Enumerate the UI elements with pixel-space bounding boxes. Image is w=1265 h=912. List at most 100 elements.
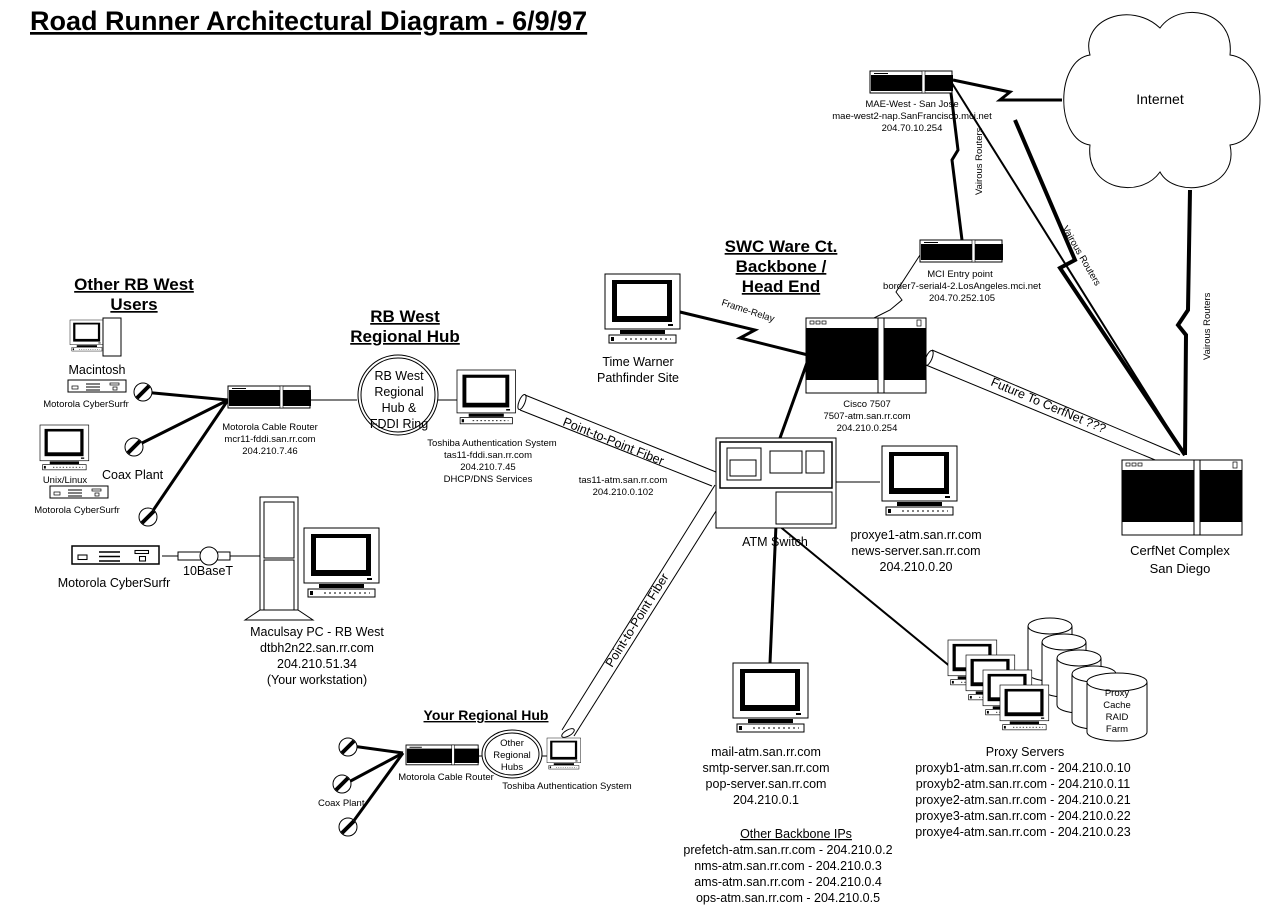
your-hub-heading: Your Regional Hub (424, 707, 549, 723)
atm-switch: ATM Switch (715, 437, 837, 549)
tower-icon (102, 317, 122, 357)
node-label: Cisco 7507 (843, 399, 891, 410)
link-mci-cisco (869, 254, 921, 321)
computer-icon (456, 369, 516, 425)
node-hostname: tas11-atm.san.rr.com (579, 475, 668, 486)
list-item: proxye4-atm.san.rr.com - 204.210.0.23 (915, 825, 1130, 839)
tower-pc-icon (243, 496, 315, 621)
node-label: Macintosh (69, 363, 126, 377)
link-mae-mci (948, 84, 964, 241)
list-item: proxyb2-atm.san.rr.com - 204.210.0.11 (916, 777, 1131, 791)
link-tw-cisco (679, 310, 809, 357)
proxy-servers-node: Proxy Cache RAID Farm Proxy Servers prox… (915, 617, 1148, 839)
atm-switch-icon (715, 437, 837, 529)
disk-stack-icon: Proxy Cache RAID Farm (1027, 617, 1148, 742)
heading-line: RB West (370, 307, 440, 326)
ring-label: Other (500, 738, 524, 749)
modem-icon (67, 379, 127, 393)
ring-label: Regional (374, 385, 423, 399)
link-label-future-cerfnet: Future To CerfNet ??? (989, 375, 1108, 436)
node-ip: 204.210.7.45 (460, 462, 515, 473)
node-ip: 204.210.0.254 (837, 423, 898, 434)
node-hostname: mcr11-fddi.san.rr.com (224, 434, 315, 445)
computer-icon (546, 737, 581, 770)
list-item: proxyb1-atm.san.rr.com - 204.210.0.10 (915, 761, 1130, 775)
modem-icon (49, 485, 109, 499)
node-hostname: tas11-fddi.san.rr.com (444, 450, 532, 461)
diagram-title: Road Runner Architectural Diagram - 6/9/… (30, 6, 587, 36)
node-label: Time Warner (602, 355, 673, 369)
coax-plant-label: Coax Plant (102, 468, 164, 482)
ring-icon (481, 729, 543, 779)
computer-icon (732, 662, 809, 733)
node-ip: 204.210.0.1 (733, 793, 799, 807)
coax-tap-icon (337, 736, 359, 758)
link-label-frame-relay: Frame-Relay (720, 297, 776, 325)
raid-label: Proxy (1105, 688, 1130, 699)
node-label: San Diego (1150, 561, 1211, 576)
rb-west-hub-heading: RB West Regional Hub (350, 307, 460, 346)
news-server-node: proxye1-atm.san.rr.com news-server.san.r… (850, 445, 982, 574)
coax-plant-label: Coax Plant (318, 798, 365, 809)
raid-label: RAID (1106, 712, 1129, 723)
node-hostname: news-server.san.rr.com (851, 544, 980, 558)
link-internet-cerfnet-1 (1013, 119, 1187, 457)
cisco-7507-router: Cisco 7507 7507-atm.san.rr.com 204.210.0… (805, 317, 927, 434)
node-label: Pathfinder Site (597, 371, 679, 385)
cloud-icon (1063, 12, 1261, 188)
node-hostname: mae-west2-nap.SanFrancisco.mci.net (832, 111, 992, 122)
computer-icon (604, 273, 681, 344)
link-label-various-routers: Vairous Routers (974, 127, 985, 195)
workstation-node: Maculsay PC - RB West dtbh2n22.san.rr.co… (243, 496, 384, 687)
node-label: Unix/Linux (43, 475, 88, 486)
swc-backbone-heading: SWC Ware Ct. Backbone / Head End (725, 237, 838, 296)
cybersurfr-node: Motorola CyberSurfr (58, 545, 171, 590)
node-hostname: 7507-atm.san.rr.com (823, 411, 910, 422)
internet-label: Internet (1136, 91, 1184, 107)
node-label: Maculsay PC - RB West (250, 625, 384, 639)
node-label: Toshiba Authentication System (502, 781, 631, 792)
connections (137, 78, 1192, 827)
link-label-10baset: 10BaseT (183, 564, 233, 578)
node-label: MAE-West - San Jose (865, 99, 958, 110)
node-ip: 204.210.51.34 (277, 657, 357, 671)
list-item: ams-atm.san.rr.com - 204.210.0.4 (694, 875, 882, 889)
node-ip: 204.210.0.102 (593, 487, 654, 498)
node-label: Motorola CyberSurfr (58, 576, 171, 590)
modem-icon (71, 545, 160, 565)
node-ip: 204.70.252.105 (929, 293, 995, 304)
node-label: Toshiba Authentication System (427, 438, 556, 449)
node-label: MCI Entry point (927, 269, 993, 280)
mae-west-router: MAE-West - San Jose mae-west2-nap.SanFra… (832, 70, 992, 134)
router-icon (805, 317, 927, 394)
other-backbone-ips: Other Backbone IPs prefetch-atm.san.rr.c… (683, 827, 892, 905)
router-icon (227, 385, 312, 409)
mail-server-node: mail-atm.san.rr.com smtp-server.san.rr.c… (702, 662, 830, 807)
node-services: DHCP/DNS Services (444, 474, 533, 485)
unix-node: Unix/Linux Motorola CyberSurfr (34, 424, 120, 516)
coax-tap-icon (331, 773, 353, 795)
macintosh-node: Macintosh Motorola CyberSurfr (43, 317, 129, 410)
node-hostname: border7-serial4-2.LosAngeles.mci.net (883, 281, 1041, 292)
list-item: ops-atm.san.rr.com - 204.210.0.5 (696, 891, 880, 905)
link-label-p2p-fiber: Point-to-Point Fiber (561, 415, 666, 468)
ring-label: Hub & (382, 401, 417, 415)
motorola-cable-router: Motorola Cable Router mcr11-fddi.san.rr.… (222, 385, 318, 457)
computer-icon (39, 424, 90, 471)
link-internet-cerfnet-2 (1175, 189, 1192, 456)
your-hub-ring: Other Regional Hubs (481, 729, 543, 779)
node-hostname: smtp-server.san.rr.com (702, 761, 829, 775)
raid-label: Cache (1103, 700, 1130, 711)
computer-icon (69, 319, 104, 352)
list-item: prefetch-atm.san.rr.com - 204.210.0.2 (683, 843, 892, 857)
node-hostname: dtbh2n22.san.rr.com (260, 641, 374, 655)
link-mae-internet (952, 78, 1062, 102)
coax-tap-icon (337, 816, 359, 838)
node-ip: 204.210.0.20 (880, 560, 953, 574)
node-note: (Your workstation) (267, 673, 367, 687)
internet-cloud: Internet (1063, 12, 1261, 188)
node-hostname: mail-atm.san.rr.com (711, 745, 821, 759)
node-label: Motorola Cable Router (398, 772, 494, 783)
coax-tap-icon (132, 381, 154, 403)
link-label-various-routers: Vairous Routers (1202, 292, 1213, 360)
